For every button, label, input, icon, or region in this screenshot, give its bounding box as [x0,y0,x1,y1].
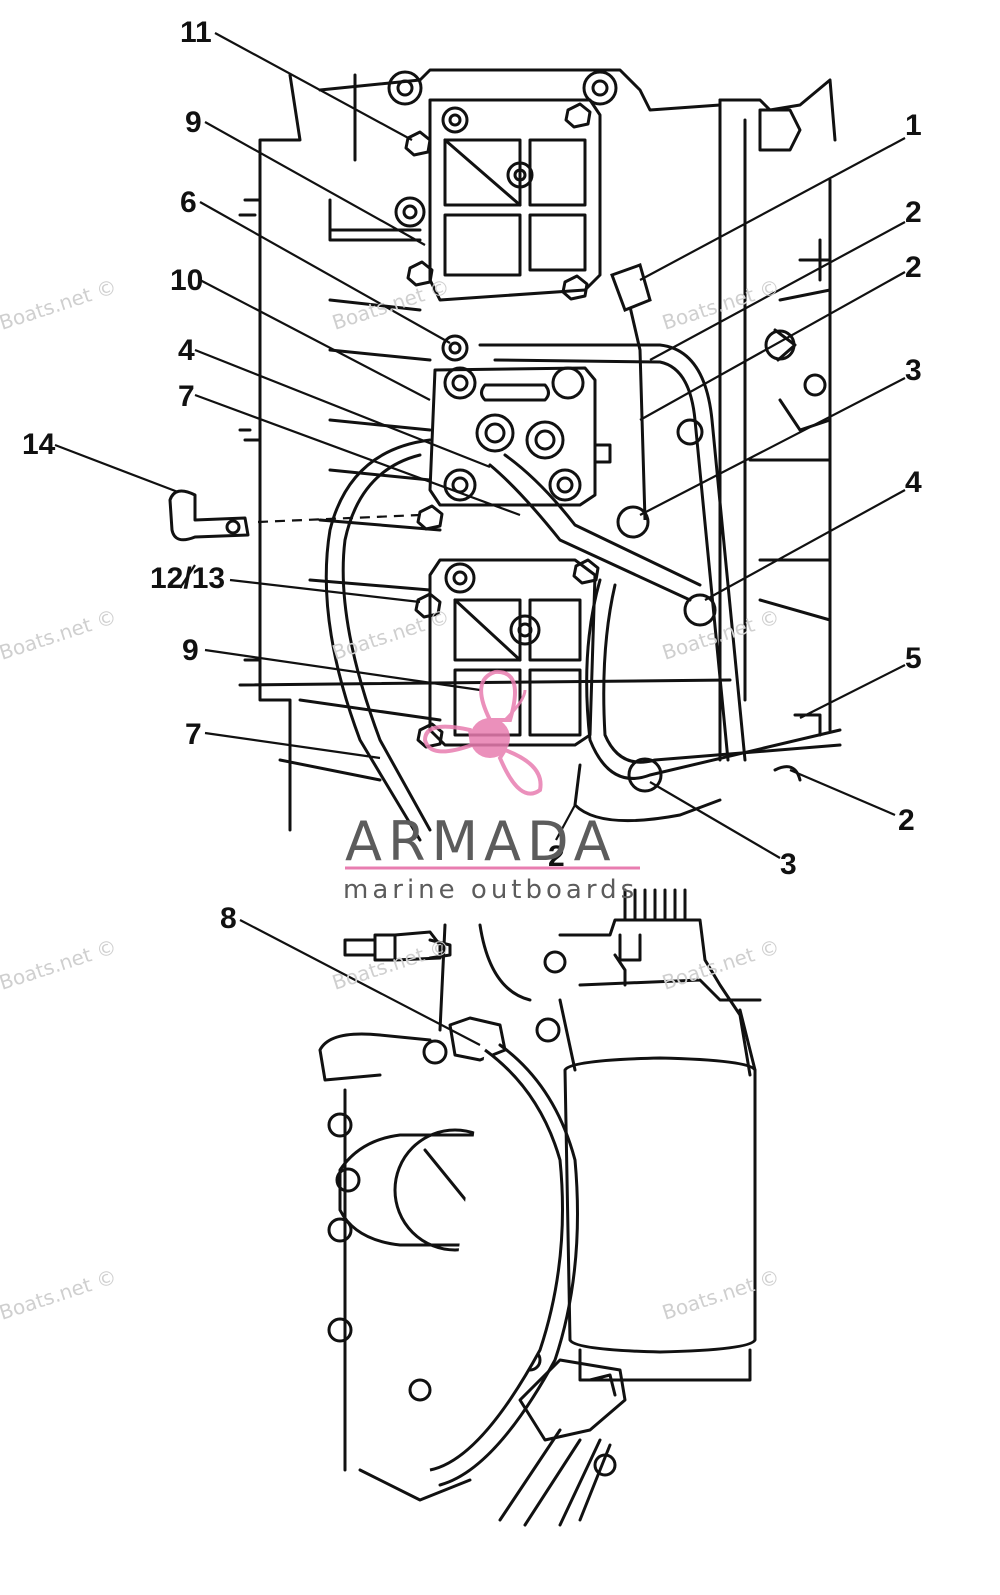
propeller-icon [422,669,543,796]
callout-2-c: 2 [898,804,915,837]
callout-7-upper: 7 [178,380,195,413]
cover-plate-middle [428,328,797,507]
callout-11: 11 [180,16,212,49]
callout-14: 14 [22,428,56,461]
watermark: Boats.net © [0,604,120,665]
callout-2-a: 2 [905,196,922,229]
watermark: Boats.net © [659,1264,782,1325]
watermark: Boats.net © [0,934,120,995]
callout-8: 8 [220,902,237,935]
engine-block-upper [238,68,837,832]
watermark: Boats.net © [0,274,120,335]
callout-1: 1 [905,109,922,142]
callout-5: 5 [905,642,922,675]
callout-6: 6 [180,186,197,219]
callout-10: 10 [170,264,203,297]
watermark: Boats.net © [0,1264,120,1325]
cover-plate-upper [387,70,618,302]
watermark: Boats.net © [329,934,452,995]
watermark: Boats.net © [329,274,452,335]
hose-clamp-14 [168,489,421,542]
callout-9-lower: 9 [182,634,199,667]
watermarks: Boats.net © Boats.net © Boats.net © Boat… [0,274,783,1325]
callout-2-d: 2 [548,840,565,873]
armada-logo: ARMADA marine outboards [343,669,640,905]
callout-3-lower: 3 [780,848,797,881]
callout-4-left: 4 [178,334,195,367]
starter-assembly-lower [318,888,762,1527]
brand-name: ARMADA [345,810,617,873]
callout-2-b: 2 [905,251,922,284]
callout-leaders [54,32,906,1046]
callout-12-13: 12/13 [150,562,225,595]
callout-9-upper: 9 [185,106,202,139]
callout-7-lower: 7 [185,718,202,751]
callout-4-right: 4 [905,466,922,499]
callout-labels: 11 9 6 10 4 7 14 12/13 9 7 1 2 2 3 4 5 2… [22,16,922,935]
fuel-hoses [324,263,842,842]
callout-3-right: 3 [905,354,922,387]
brand-tagline: marine outboards [343,875,638,905]
